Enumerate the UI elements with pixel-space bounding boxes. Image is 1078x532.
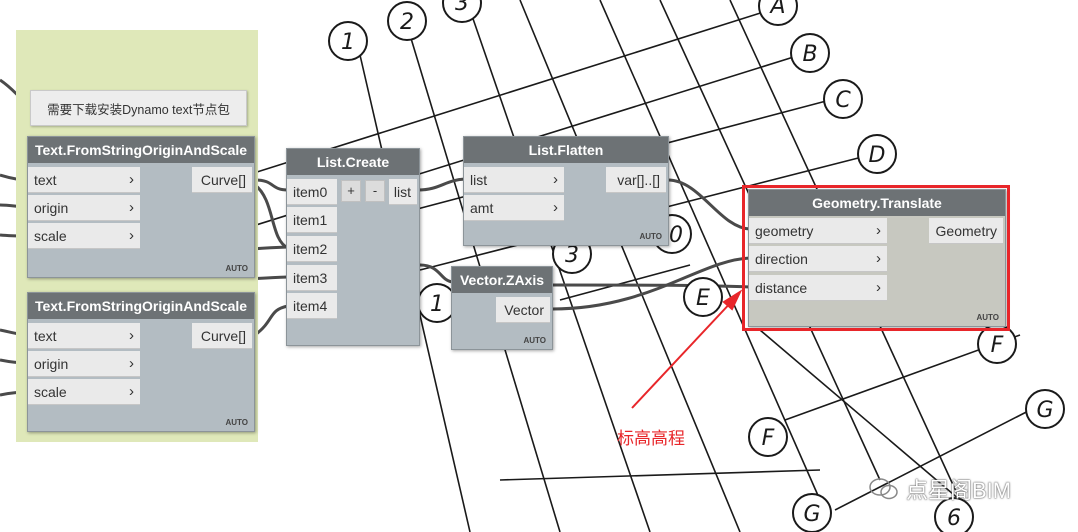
node-title[interactable]: List.Create — [287, 149, 419, 175]
input-port-text[interactable]: text› — [28, 167, 140, 193]
output-port-list[interactable]: list — [389, 179, 417, 205]
lacing-label: AUTO — [225, 418, 248, 427]
wechat-icon — [869, 478, 898, 500]
node-title[interactable]: Geometry.Translate — [749, 190, 1005, 216]
input-port-origin[interactable]: origin› — [28, 351, 140, 377]
text-from-string-node-2[interactable]: Text.FromStringOriginAndScale text› orig… — [27, 292, 255, 432]
grid-bubble-A: A — [768, 0, 785, 19]
list-create-node[interactable]: List.Create item0 item1 item2 item3 item… — [286, 148, 420, 346]
input-port-scale[interactable]: scale› — [28, 223, 140, 249]
chevron-right-icon: › — [876, 222, 881, 239]
text-from-string-node-1[interactable]: Text.FromStringOriginAndScale text› orig… — [27, 136, 255, 278]
chevron-right-icon: › — [129, 171, 134, 188]
grid-bubble-B: B — [802, 42, 817, 67]
watermark: 点星阁BIM — [868, 473, 1011, 505]
grid-bubble-G2: G — [803, 502, 820, 527]
remove-input-button[interactable]: - — [365, 180, 385, 202]
input-port-origin[interactable]: origin› — [28, 195, 140, 221]
output-port-vector[interactable]: Vector — [496, 297, 550, 323]
grid-bubble-6: 6 — [947, 506, 961, 531]
output-port-curve[interactable]: Curve[] — [192, 323, 252, 349]
chevron-right-icon: › — [129, 383, 134, 400]
output-port-var[interactable]: var[]..[] — [606, 167, 666, 193]
list-flatten-node[interactable]: List.Flatten list› amt› var[]..[] AUTO — [463, 136, 669, 246]
input-port-text[interactable]: text› — [28, 323, 140, 349]
chevron-right-icon: › — [129, 355, 134, 372]
node-title[interactable]: List.Flatten — [464, 137, 668, 163]
lacing-label: AUTO — [976, 313, 999, 322]
vector-zaxis-node[interactable]: Vector.ZAxis Vector AUTO — [451, 266, 553, 350]
node-title[interactable]: Text.FromStringOriginAndScale — [28, 137, 254, 163]
input-port-item3[interactable]: item3 — [287, 265, 337, 291]
input-port-item4[interactable]: item4 — [287, 293, 337, 319]
chevron-right-icon: › — [129, 227, 134, 244]
lacing-label: AUTO — [639, 232, 662, 241]
output-port-geometry[interactable]: Geometry — [929, 218, 1003, 244]
add-input-button[interactable]: + — [341, 180, 361, 202]
input-port-distance[interactable]: distance› — [749, 275, 887, 301]
lacing-label: AUTO — [225, 264, 248, 273]
chevron-right-icon: › — [876, 279, 881, 296]
chevron-right-icon: › — [553, 171, 558, 188]
chevron-right-icon: › — [129, 327, 134, 344]
watermark-text: 点星阁BIM — [906, 478, 1012, 503]
input-port-geometry[interactable]: geometry› — [749, 218, 887, 244]
geometry-translate-node[interactable]: Geometry.Translate geometry› direction› … — [748, 189, 1006, 327]
group-note[interactable]: 需要下载安装Dynamo text节点包 — [30, 90, 247, 126]
grid-bubble-C: C — [835, 88, 851, 113]
input-port-scale[interactable]: scale› — [28, 379, 140, 405]
input-port-amt[interactable]: amt› — [464, 195, 564, 221]
annotation-label: 标高高程 — [617, 429, 685, 448]
grid-bubble-1: 1 — [341, 30, 355, 55]
input-port-direction[interactable]: direction› — [749, 246, 887, 272]
input-port-item1[interactable]: item1 — [287, 207, 337, 233]
output-port-curve[interactable]: Curve[] — [192, 167, 252, 193]
grid-bubble-F2: F — [762, 426, 775, 451]
chevron-right-icon: › — [876, 250, 881, 267]
grid-bubble-2: 2 — [400, 10, 414, 35]
input-port-item2[interactable]: item2 — [287, 236, 337, 262]
grid-bubble-D: D — [869, 143, 886, 168]
chevron-right-icon: › — [129, 199, 134, 216]
grid-bubble-0: 0 — [669, 223, 683, 248]
grid-bubble-3b: 3 — [565, 243, 579, 268]
input-port-list[interactable]: list› — [464, 167, 564, 193]
grid-bubble-3: 3 — [455, 0, 469, 16]
grid-bubble-G: G — [1036, 398, 1053, 423]
highlight-box — [742, 185, 1010, 331]
node-title[interactable]: Vector.ZAxis — [452, 267, 552, 293]
grid-bubble-F: F — [991, 333, 1004, 358]
lacing-label: AUTO — [523, 336, 546, 345]
input-port-item0[interactable]: item0 — [287, 179, 337, 205]
grid-bubble-E: E — [696, 286, 710, 311]
chevron-right-icon: › — [553, 199, 558, 216]
grid-bubble-1b: 1 — [430, 292, 444, 317]
node-title[interactable]: Text.FromStringOriginAndScale — [28, 293, 254, 319]
